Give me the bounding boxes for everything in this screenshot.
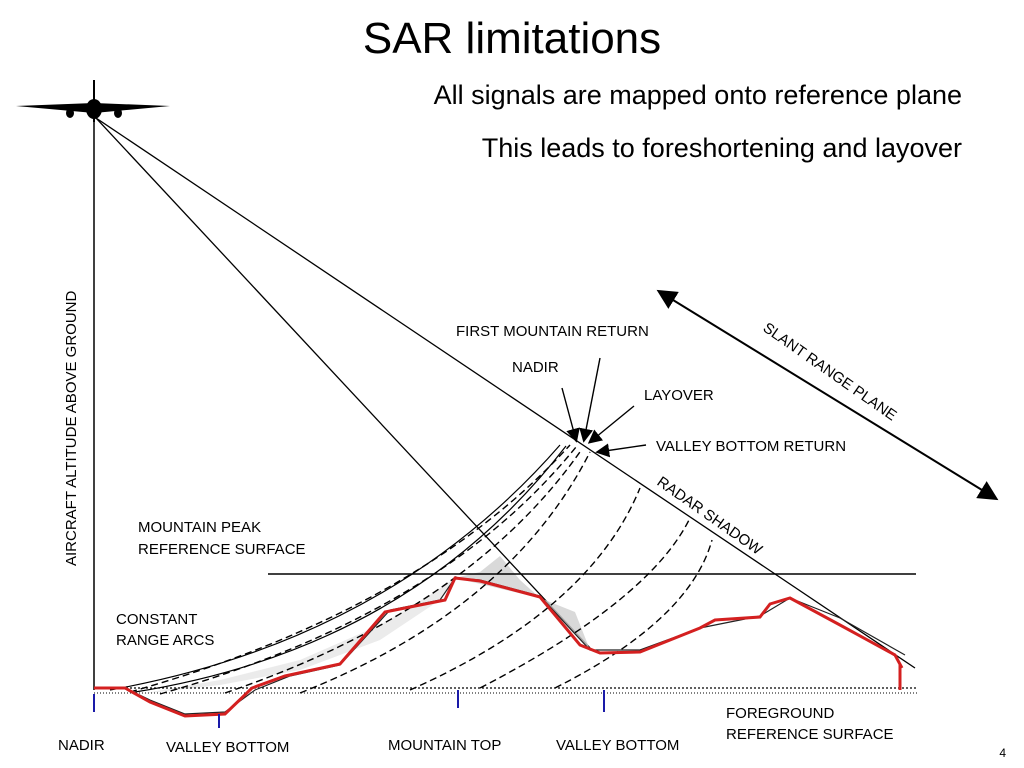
label-mountain-peak-2: REFERENCE SURFACE [138, 541, 306, 558]
label-foreground-ref-1: FOREGROUND [726, 705, 835, 722]
label-slant-range-plane: SLANT RANGE PLANE [760, 319, 900, 424]
label-bottom-nadir: NADIR [58, 737, 105, 754]
position-ticks [93, 690, 605, 728]
slant-range-arrow [656, 289, 999, 501]
label-first-mountain-return: FIRST MOUNTAIN RETURN [456, 323, 649, 340]
page-number: 4 [999, 746, 1006, 760]
beam-ray-near [95, 117, 591, 649]
label-valley-bottom-return: VALLEY BOTTOM RETURN [656, 438, 846, 455]
terrain-profile [94, 577, 906, 715]
mapped-terrain-profile [94, 576, 904, 718]
label-nadir-top: NADIR [512, 359, 559, 376]
label-bottom-valley-2: VALLEY BOTTOM [556, 737, 679, 754]
pointer-valley-bottom-return [595, 443, 647, 458]
label-foreground-ref-2: REFERENCE SURFACE [726, 726, 894, 743]
beam-ray-far [95, 117, 916, 669]
label-bottom-valley-1: VALLEY BOTTOM [166, 739, 289, 756]
subtitle-mapping: All signals are mapped onto reference pl… [433, 80, 962, 110]
solid-range-arcs [109, 444, 567, 693]
aircraft-icon [16, 80, 170, 122]
label-layover: LAYOVER [644, 387, 714, 404]
slide-title: SAR limitations [362, 14, 662, 63]
pointer-layover [587, 405, 635, 444]
pointer-first-mountain [579, 357, 601, 443]
layover-shade [455, 556, 540, 598]
label-constant-range-arcs-1: CONSTANT [116, 611, 197, 628]
label-altitude: AIRCRAFT ALTITUDE ABOVE GROUND [63, 291, 80, 566]
pointer-nadir [561, 387, 580, 443]
label-mountain-peak-1: MOUNTAIN PEAK [138, 519, 261, 536]
label-constant-range-arcs-2: RANGE ARCS [116, 632, 214, 649]
subtitle-foreshortening: This leads to foreshortening and layover [481, 133, 962, 163]
label-bottom-mountain-top: MOUNTAIN TOP [388, 737, 501, 754]
constant-range-arcs [129, 444, 713, 695]
